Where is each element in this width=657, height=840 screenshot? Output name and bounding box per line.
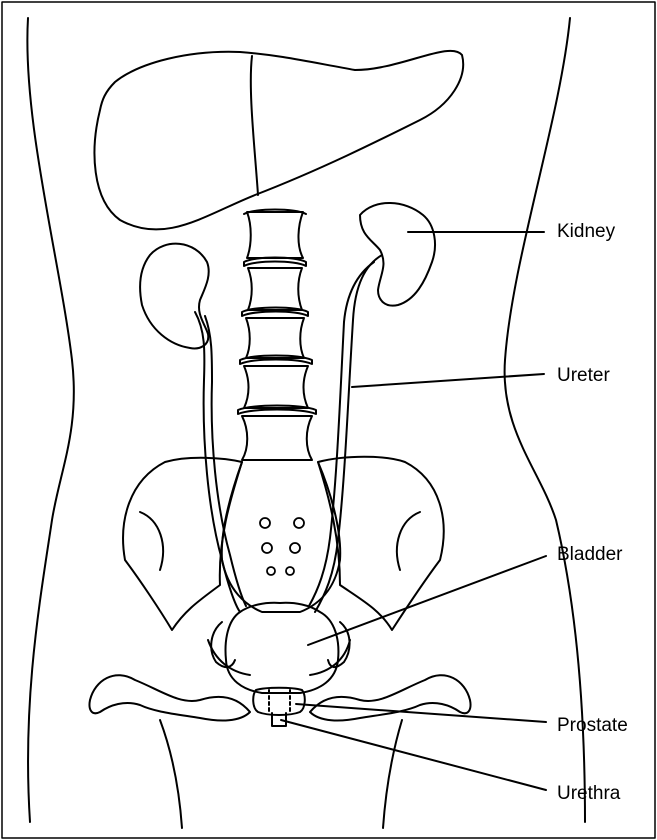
bladder-leader-line: [308, 556, 546, 645]
left-iliac-inner: [140, 512, 163, 570]
right-pubic-arch: [310, 640, 350, 675]
left-kidney: [140, 244, 209, 349]
kidney-label: Kidney: [557, 222, 615, 241]
right-ureter-inner: [309, 262, 374, 606]
torso-left-outline: [27, 18, 73, 822]
right-ureter: [315, 255, 382, 612]
ureter-leader-line: [352, 374, 544, 387]
left-thigh-line: [160, 720, 182, 828]
lumbar-spine: [238, 210, 316, 461]
bladder: [226, 603, 339, 693]
liver: [95, 51, 464, 230]
right-kidney: [360, 203, 435, 306]
prostate-label: Prostate: [557, 716, 628, 735]
prostate-leader-line: [296, 704, 546, 722]
right-thigh-line: [383, 720, 402, 828]
ureter-label: Ureter: [557, 366, 610, 385]
bladder-label: Bladder: [557, 545, 623, 564]
bladder-side-left: [211, 622, 235, 667]
left-iliac-wing: [123, 458, 242, 630]
left-hip: [89, 675, 250, 720]
right-iliac-inner: [397, 512, 420, 570]
torso-right-outline: [505, 18, 585, 822]
right-hip: [310, 675, 471, 720]
urethra-label: Urethra: [557, 784, 620, 803]
sacral-foramina: [260, 518, 304, 575]
urethra-leader-line: [281, 720, 546, 790]
liver-lobe-line: [251, 56, 258, 195]
